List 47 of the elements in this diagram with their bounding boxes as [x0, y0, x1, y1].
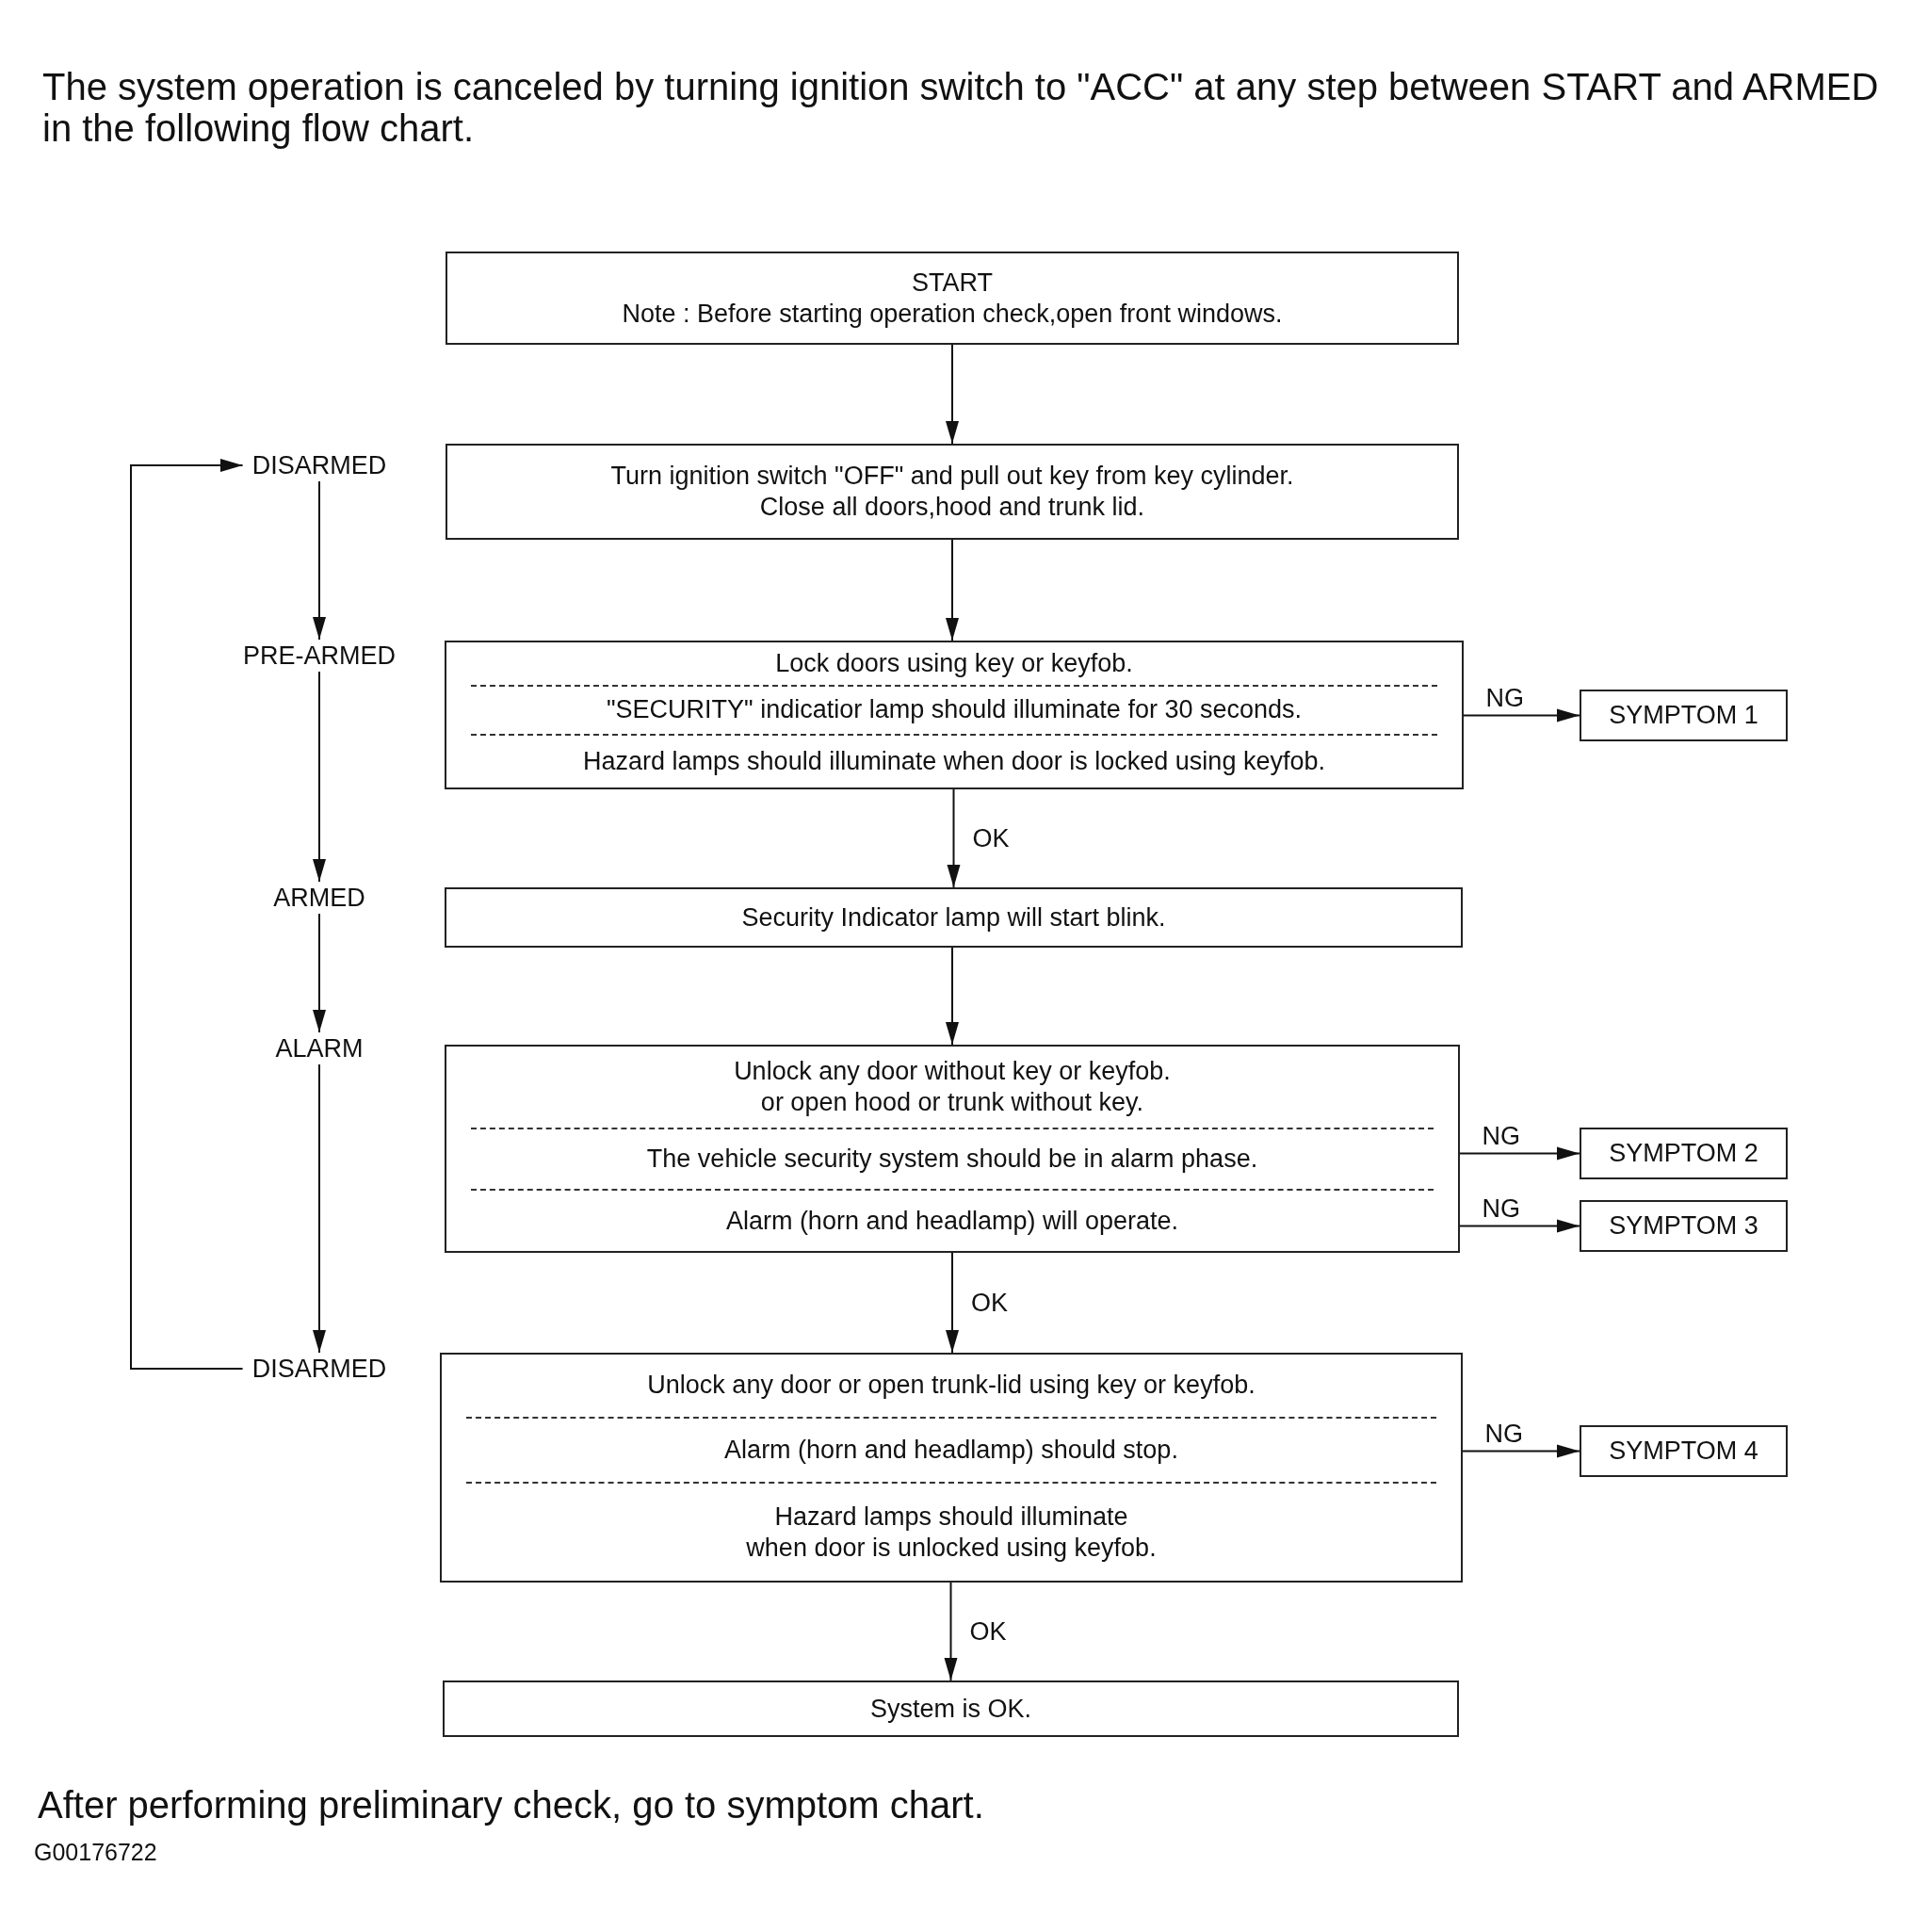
symptom-label: SYMPTOM 4 [1609, 1436, 1758, 1467]
step-text: "SECURITY" indicatior lamp should illuminate for 30 seconds. [607, 694, 1302, 726]
step-text: Alarm (horn and headlamp) will operate. [725, 1205, 1179, 1237]
step-text: Security Indicator lamp will start blink. [741, 901, 1166, 934]
step-text: Unlock any door without key or keyfob. or open hood or trunk without key. [734, 1055, 1171, 1118]
start-heading: START [912, 267, 993, 299]
flow-arrow [313, 913, 326, 1033]
symptom-box [1580, 1200, 1788, 1252]
footer-note: After performing preliminary check, go to symptom chart. [38, 1784, 984, 1826]
flow-arrow [946, 947, 959, 1046]
note-text: Note : Before starting operation check,open front windows. [622, 298, 1283, 330]
instruction-text: The system operation is canceled by turning ignition switch to "ACC" at any step between START and ARMED in the following flow chart. [42, 66, 1879, 149]
flow-arrow [313, 1063, 326, 1354]
process-box [445, 1045, 1460, 1253]
flow-arrow [313, 671, 326, 883]
step-text: Alarm (horn and headlamp) should stop. [724, 1435, 1178, 1467]
step-text: System is OK. [870, 1693, 1031, 1725]
process-box [443, 1680, 1459, 1737]
step-text: Turn ignition switch "OFF" and pull out key from key cylinder. Close all doors,hood and trunk lid. [610, 461, 1294, 523]
symptom-label: SYMPTOM 3 [1609, 1210, 1758, 1242]
flow-arrow [947, 788, 961, 888]
step-text: Hazard lamps should illuminate when door is locked using keyfob. [583, 745, 1325, 777]
flow-arrow [946, 344, 959, 445]
flow-arrow [944, 1582, 958, 1681]
flow-arrow [946, 539, 959, 641]
flow-arrow [1459, 1219, 1580, 1233]
loop-arrow [130, 459, 244, 1370]
flow-arrow [1462, 1444, 1580, 1458]
symptom-box [1580, 690, 1788, 741]
process-box [445, 887, 1463, 948]
process-box [446, 444, 1459, 540]
symptom-box [1580, 1128, 1788, 1179]
symptom-box [1580, 1425, 1788, 1477]
step-text: Unlock any door or open trunk-lid using key or keyfob. [647, 1370, 1256, 1402]
flow-arrow [946, 1252, 959, 1354]
process-box [440, 1353, 1463, 1583]
step-text: The vehicle security system should be in alarm phase. [646, 1144, 1258, 1176]
process-box [445, 641, 1464, 789]
figure-code: G00176722 [34, 1838, 157, 1866]
flow-arrow [1459, 1146, 1580, 1161]
symptom-label: SYMPTOM 1 [1609, 700, 1758, 731]
flow-arrow [1463, 708, 1580, 722]
step-text: Hazard lamps should illuminate when door is unlocked using keyfob. [746, 1501, 1157, 1564]
process-box [446, 252, 1459, 345]
flow-arrow [313, 480, 326, 641]
step-text: Lock doors using key or keyfob. [775, 647, 1133, 679]
symptom-label: SYMPTOM 2 [1609, 1138, 1758, 1169]
